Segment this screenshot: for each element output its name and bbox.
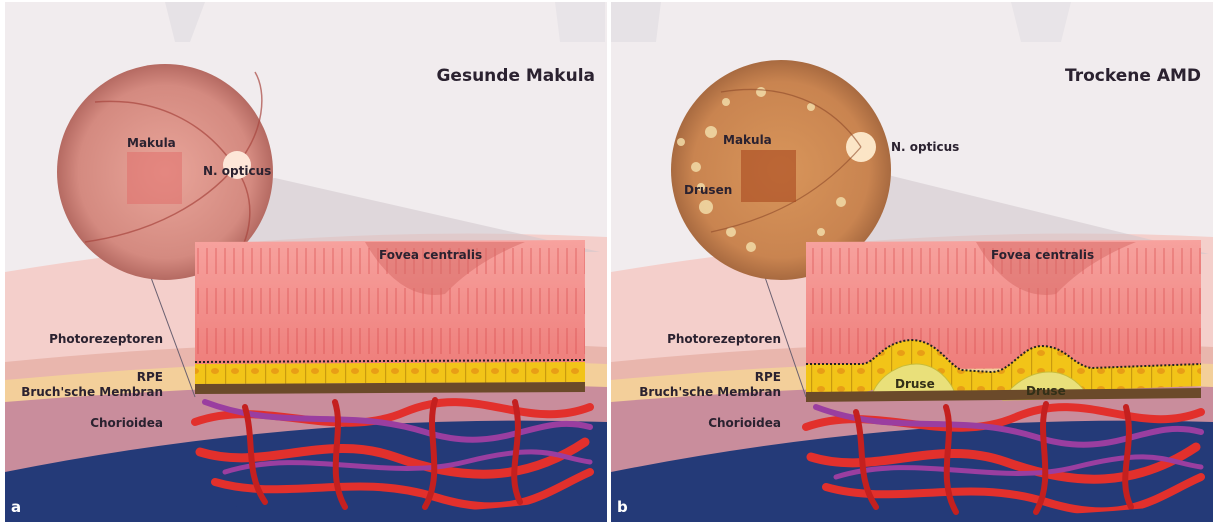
photoreceptors-label: Photorezeptoren — [667, 332, 781, 346]
rpe-label: RPE — [755, 370, 781, 384]
panel-letter: a — [11, 498, 21, 516]
fovea-label: Fovea centralis — [379, 248, 482, 262]
bruch-membrane-label: Bruch'sche Membran — [21, 385, 163, 399]
macula-label: Makula — [127, 136, 176, 150]
druse-label: Druse — [895, 377, 935, 391]
panel-healthy-macula: Gesunde Makula Makula N. opticus Fovea c… — [5, 2, 607, 522]
panel-title: Gesunde Makula — [436, 66, 595, 86]
optic-nerve-label: N. opticus — [203, 164, 271, 178]
panel-letter: b — [617, 498, 628, 516]
bruch-membrane-label: Bruch'sche Membran — [639, 385, 781, 399]
fovea-label: Fovea centralis — [991, 248, 1094, 262]
rpe-label: RPE — [137, 370, 163, 384]
druse-label: Druse — [1026, 384, 1066, 398]
photoreceptors-label: Photorezeptoren — [49, 332, 163, 346]
optic-nerve-label: N. opticus — [891, 140, 959, 154]
panel-dry-amd: Trockene AMD Makula N. opticus Drusen Fo… — [611, 2, 1213, 522]
drusen-label: Drusen — [684, 183, 732, 197]
choroid-label: Chorioidea — [90, 416, 163, 430]
choroid-label: Chorioidea — [708, 416, 781, 430]
panel-title: Trockene AMD — [1065, 66, 1201, 86]
macula-label: Makula — [723, 133, 772, 147]
